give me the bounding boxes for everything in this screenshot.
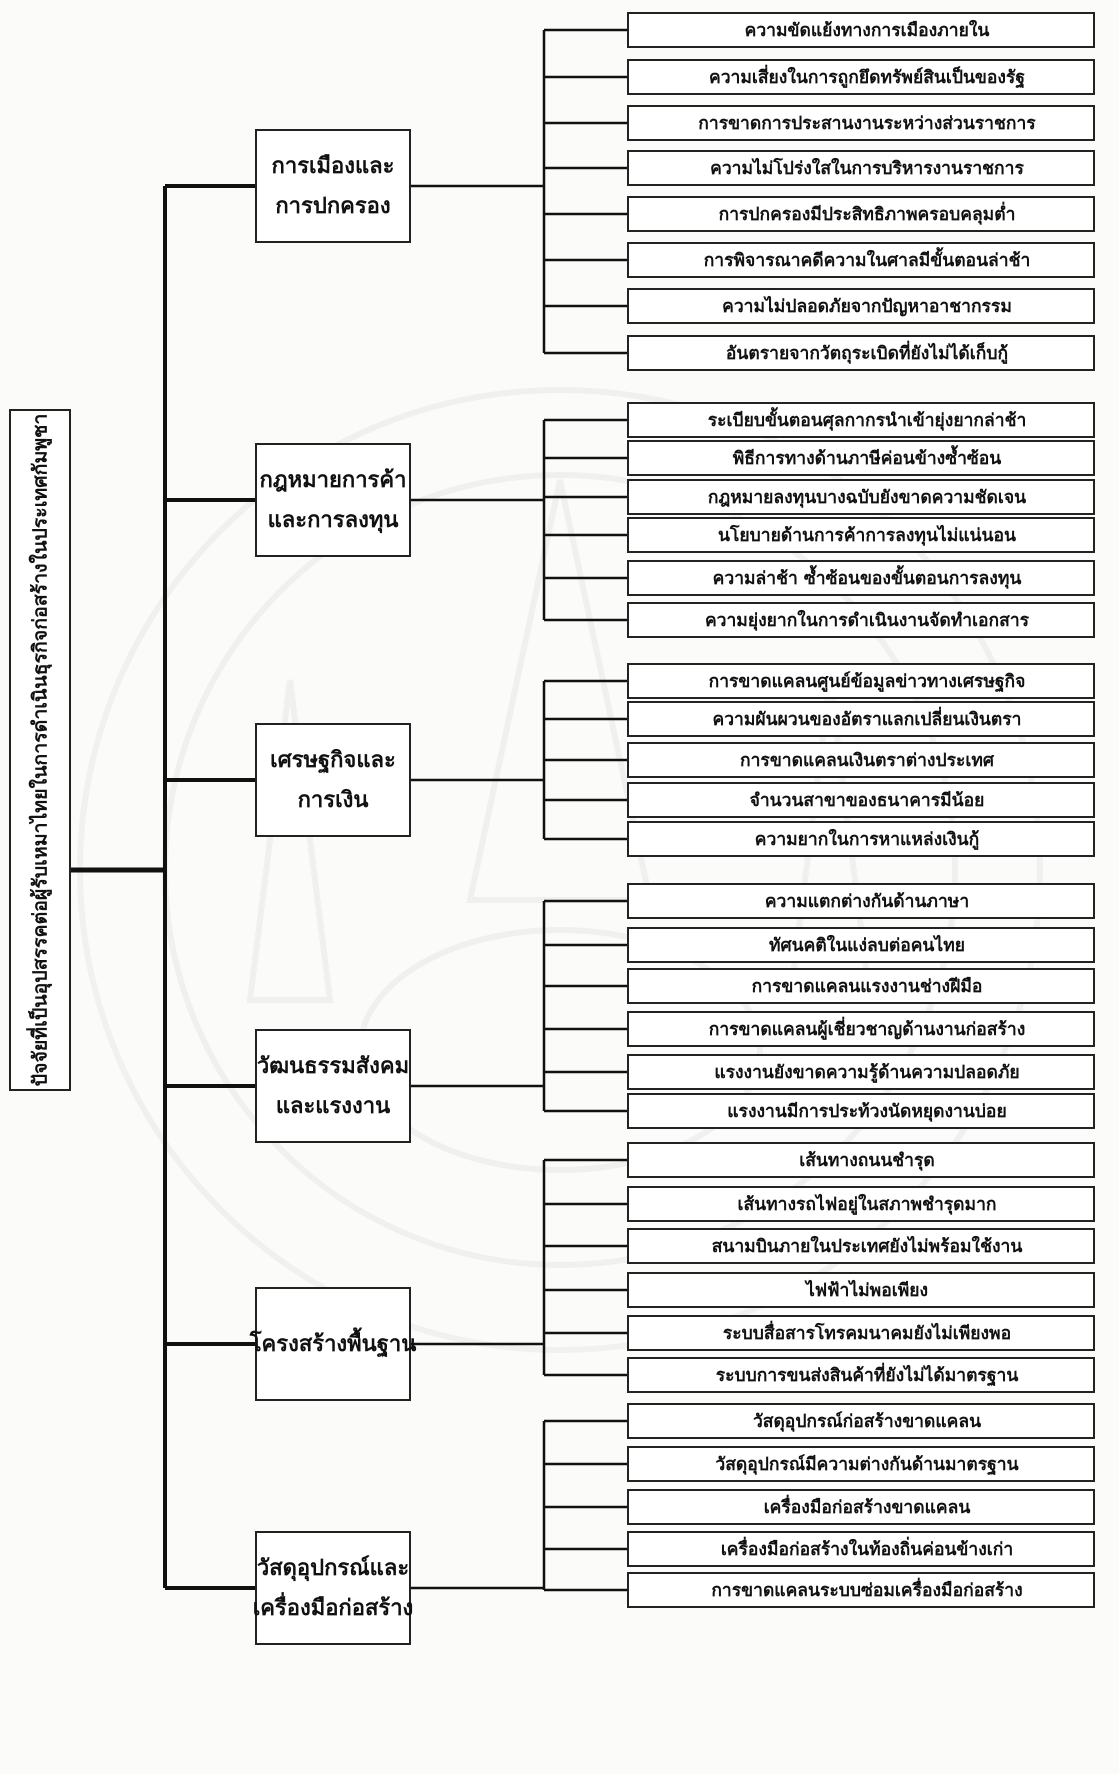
factor-item: การขาดแคลนเงินตราต่างประเทศ: [627, 742, 1095, 778]
factor-item-label: การขาดแคลนระบบซ่อมเครื่องมือก่อสร้าง: [711, 1577, 1022, 1601]
factor-item-label: นโยบายด้านการค้าการลงทุนไม่แน่นอน: [718, 524, 1016, 546]
factor-item: การขาดแคลนระบบซ่อมเครื่องมือก่อสร้าง: [627, 1572, 1095, 1608]
factor-item: การขาดการประสานงานระหว่างส่วนราชการ: [627, 105, 1095, 141]
category-label: กฎหมายการค้า: [260, 467, 407, 493]
category-label: วัสดุอุปกรณ์และ: [257, 1555, 409, 1582]
factor-item-label: ระบบการขนส่งสินค้าที่ยังไม่ได้มาตรฐาน: [716, 1362, 1019, 1387]
factor-item-label: เครื่องมือก่อสร้างในท้องถิ่นค่อนข้างเก่า: [721, 1536, 1013, 1560]
factor-item-label: เครื่องมือก่อสร้างขาดแคลน: [764, 1494, 971, 1518]
factor-item: ความไม่ปลอดภัยจากปัญหาอาชากรรม: [627, 288, 1095, 324]
category-label: การปกครอง: [275, 193, 390, 219]
factor-item: แรงงานยังขาดความรู้ด้านความปลอดภัย: [627, 1054, 1095, 1090]
factor-item-label: เส้นทางถนนชำรุด: [799, 1150, 935, 1171]
factor-item-label: ความไม่ปลอดภัยจากปัญหาอาชากรรม: [722, 295, 1012, 317]
category-label: เศรษฐกิจและ: [270, 747, 396, 774]
factor-item: ความผันผวนของอัตราแลกเปลี่ยนเงินตรา: [627, 701, 1095, 737]
category-label: การเมืองและ: [272, 153, 395, 179]
factor-item-label: การขาดแคลนผู้เชี่ยวชาญด้านงานก่อสร้าง: [709, 1016, 1026, 1041]
category-label: และแรงงาน: [276, 1093, 390, 1119]
factor-item: การขาดแคลนศูนย์ข้อมูลข่าวทางเศรษฐกิจ: [627, 663, 1095, 699]
factor-item: การขาดแคลนผู้เชี่ยวชาญด้านงานก่อสร้าง: [627, 1011, 1095, 1047]
factor-item-label: การขาดการประสานงานระหว่างส่วนราชการ: [698, 114, 1036, 134]
connector-lines: [70, 28, 628, 1592]
factor-item-label: ความยุ่งยากในการดำเนินงานจัดทำเอกสาร: [705, 609, 1030, 631]
factor-item: พิธีการทางด้านภาษีค่อนข้างซ้ำซ้อน: [627, 440, 1095, 476]
factor-item: วัสดุอุปกรณ์ก่อสร้างขาดแคลน: [627, 1403, 1095, 1439]
factor-item: ไฟฟ้าไม่พอเพียง: [627, 1272, 1095, 1308]
factor-item: ความไม่โปร่งใสในการบริหารงานราชการ: [627, 150, 1095, 186]
factor-item-label: ไฟฟ้าไม่พอเพียง: [804, 1279, 928, 1301]
category-node: โครงสร้างพื้นฐาน: [249, 1287, 417, 1401]
factor-item: ความยุ่งยากในการดำเนินงานจัดทำเอกสาร: [627, 602, 1095, 638]
factor-item-label: กฎหมายลงทุนบางฉบับยังขาดความชัดเจน: [708, 488, 1026, 508]
factor-item-label: แรงงานมีการประท้วงนัดหยุดงานบ่อย: [727, 1101, 1006, 1122]
factor-item-label: ระบบสื่อสารโทรคมนาคมยังไม่เพียงพอ: [723, 1320, 1011, 1344]
factor-item-label: การปกครองมีประสิทธิภาพครอบคลุมต่ำ: [719, 201, 1016, 225]
factor-item: ระเบียบขั้นตอนศุลกากรนำเข้ายุ่งยากล่าช้า: [627, 402, 1095, 438]
root-node: ปัจจัยที่เป็นอุปสรรคต่อผู้รับเหมาไทยในกา…: [9, 409, 71, 1091]
factor-item: เส้นทางถนนชำรุด: [627, 1142, 1095, 1178]
factor-item: ความแตกต่างกันด้านภาษา: [627, 883, 1095, 919]
diagram-nodes: ปัจจัยที่เป็นอุปสรรคต่อผู้รับเหมาไทยในกา…: [9, 12, 1095, 1645]
factor-item: อันตรายจากวัตถุระเบิดที่ยังไม่ได้เก็บกู้: [627, 335, 1095, 371]
factor-item: กฎหมายลงทุนบางฉบับยังขาดความชัดเจน: [627, 479, 1095, 515]
factor-item-label: ความเสี่ยงในการถูกยึดทรัพย์สินเป็นของรัฐ: [709, 64, 1025, 89]
factor-item-label: ทัศนคติในแง่ลบต่อคนไทย: [769, 934, 965, 956]
factor-item: ความขัดแย้งทางการเมืองภายใน: [627, 12, 1095, 48]
factor-item-label: การขาดแคลนแรงงานช่างฝีมือ: [752, 976, 983, 997]
factor-item: ความล่าช้า ซ้ำซ้อนของขั้นตอนการลงทุน: [627, 560, 1095, 596]
factor-item: ทัศนคติในแง่ลบต่อคนไทย: [627, 927, 1095, 963]
category-label: วัฒนธรรมสังคม: [257, 1053, 409, 1079]
factor-item: แรงงานมีการประท้วงนัดหยุดงานบ่อย: [627, 1093, 1095, 1129]
factor-item-label: ความไม่โปร่งใสในการบริหารงานราชการ: [710, 157, 1024, 179]
category-label: และการลงทุน: [268, 507, 399, 534]
factor-item-label: วัสดุอุปกรณ์ก่อสร้างขาดแคลน: [753, 1410, 981, 1432]
factor-item: การขาดแคลนแรงงานช่างฝีมือ: [627, 968, 1095, 1004]
factor-item: ความยากในการหาแหล่งเงินกู้: [627, 821, 1095, 857]
factor-item: จำนวนสาขาของธนาคารมีน้อย: [627, 782, 1095, 818]
factor-item: นโยบายด้านการค้าการลงทุนไม่แน่นอน: [627, 517, 1095, 553]
factor-item-label: วัสดุอุปกรณ์มีความต่างกันด้านมาตรฐาน: [715, 1453, 1018, 1476]
factor-item-label: การขาดแคลนเงินตราต่างประเทศ: [740, 751, 995, 771]
category-label: เครื่องมือก่อสร้าง: [253, 1591, 414, 1621]
factor-item-label: การขาดแคลนศูนย์ข้อมูลข่าวทางเศรษฐกิจ: [709, 670, 1026, 693]
factor-item: เส้นทางรถไฟอยู่ในสภาพชำรุดมาก: [627, 1186, 1095, 1222]
factor-item-label: เส้นทางรถไฟอยู่ในสภาพชำรุดมาก: [738, 1193, 997, 1216]
factor-item-label: ระเบียบขั้นตอนศุลกากรนำเข้ายุ่งยากล่าช้า: [708, 407, 1027, 431]
factor-item-label: ความล่าช้า ซ้ำซ้อนของขั้นตอนการลงทุน: [713, 565, 1022, 589]
factor-item-label: ความแตกต่างกันด้านภาษา: [765, 891, 969, 912]
factor-item: ความเสี่ยงในการถูกยึดทรัพย์สินเป็นของรัฐ: [627, 59, 1095, 95]
factor-item-label: พิธีการทางด้านภาษีค่อนข้างซ้ำซ้อน: [733, 445, 1002, 469]
factor-item: การพิจารณาคดีความในศาลมีขั้นตอนล่าช้า: [627, 242, 1095, 278]
factor-item-label: ความขัดแย้งทางการเมืองภายใน: [745, 19, 990, 41]
factor-item: เครื่องมือก่อสร้างในท้องถิ่นค่อนข้างเก่า: [627, 1531, 1095, 1567]
factor-item: ระบบสื่อสารโทรคมนาคมยังไม่เพียงพอ: [627, 1315, 1095, 1351]
factor-item: วัสดุอุปกรณ์มีความต่างกันด้านมาตรฐาน: [627, 1446, 1095, 1482]
factor-item: ระบบการขนส่งสินค้าที่ยังไม่ได้มาตรฐาน: [627, 1357, 1095, 1393]
factor-item-label: แรงงานยังขาดความรู้ด้านความปลอดภัย: [714, 1062, 1019, 1084]
category-label: การเงิน: [298, 787, 369, 813]
factor-item-label: อันตรายจากวัตถุระเบิดที่ยังไม่ได้เก็บกู้: [726, 340, 1008, 365]
factor-item: การปกครองมีประสิทธิภาพครอบคลุมต่ำ: [627, 196, 1095, 232]
factor-item-label: ความยากในการหาแหล่งเงินกู้: [755, 828, 979, 851]
root-label: ปัจจัยที่เป็นอุปสรรคต่อผู้รับเหมาไทยในกา…: [26, 414, 54, 1087]
factor-item-label: การพิจารณาคดีความในศาลมีขั้นตอนล่าช้า: [704, 247, 1031, 271]
factor-item: สนามบินภายในประเทศยังไม่พร้อมใช้งาน: [627, 1228, 1095, 1264]
category-label: โครงสร้างพื้นฐาน: [249, 1327, 417, 1358]
factor-item-label: สนามบินภายในประเทศยังไม่พร้อมใช้งาน: [712, 1235, 1023, 1257]
factor-item-label: จำนวนสาขาของธนาคารมีน้อย: [750, 790, 985, 811]
factor-item: เครื่องมือก่อสร้างขาดแคลน: [627, 1489, 1095, 1525]
factor-item-label: ความผันผวนของอัตราแลกเปลี่ยนเงินตรา: [713, 706, 1022, 730]
